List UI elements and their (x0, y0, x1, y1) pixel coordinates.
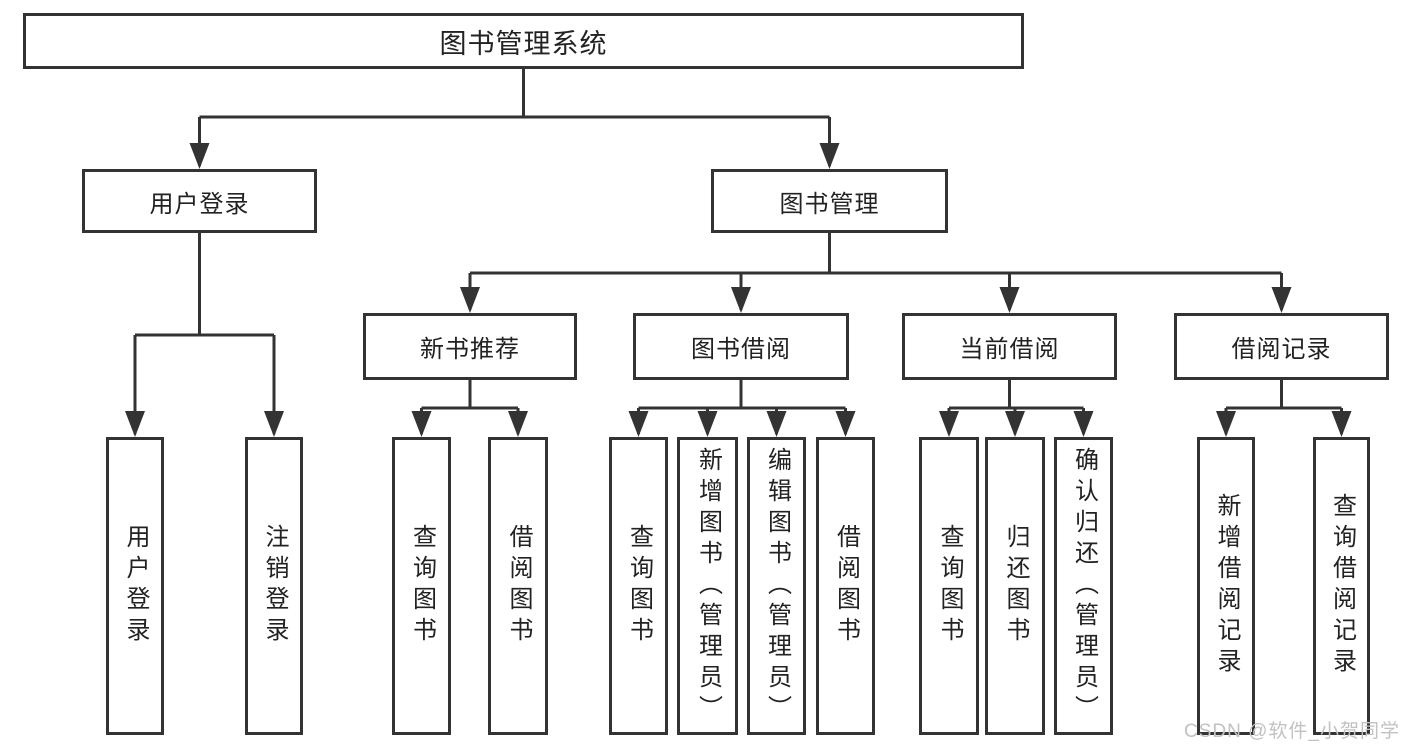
leaf-query-books-borrowing: 查询图书 (609, 437, 668, 735)
node-label: 编辑图书（管理员） (763, 446, 791, 726)
node-label: 归还图书 (1002, 524, 1029, 648)
leaf-logout: 注销登录 (245, 437, 303, 735)
node-label: 查询图书 (936, 524, 963, 648)
node-label: 用户登录 (149, 190, 250, 218)
node-label: 查询图书 (625, 524, 653, 648)
node-book-management: 图书管理 (711, 169, 948, 233)
node-label: 借阅图书 (505, 524, 532, 648)
leaf-user-login: 用户登录 (106, 437, 164, 735)
node-library-management-system: 图书管理系统 (23, 13, 1024, 69)
leaf-return-book: 归还图书 (985, 437, 1045, 735)
leaf-query-books-current: 查询图书 (919, 437, 979, 735)
node-label: 新增借阅记录 (1213, 493, 1240, 679)
node-label: 注销登录 (261, 524, 288, 648)
node-label: 用户登录 (122, 524, 149, 648)
node-label: 新书推荐 (420, 336, 520, 363)
node-label: 借阅图书 (832, 524, 860, 648)
node-label: 借阅记录 (1231, 336, 1332, 363)
node-label: 图书借阅 (691, 336, 791, 363)
leaf-query-books-recommend: 查询图书 (392, 437, 451, 735)
node-label: 图书管理系统 (439, 28, 608, 59)
node-user-login: 用户登录 (82, 169, 317, 233)
watermark: CSDN @软件_小贺同学 (1184, 721, 1400, 742)
leaf-query-borrow-record: 查询借阅记录 (1313, 437, 1370, 735)
node-label: 确认归还（管理员） (1070, 446, 1098, 726)
node-label: 图书管理 (779, 190, 880, 218)
node-current-borrowing: 当前借阅 (902, 313, 1117, 380)
node-new-book-recommend: 新书推荐 (363, 313, 577, 380)
node-book-borrowing: 图书借阅 (633, 313, 849, 380)
leaf-edit-book-admin: 编辑图书（管理员） (747, 437, 806, 735)
node-label: 查询借阅记录 (1328, 493, 1356, 679)
node-label: 查询图书 (408, 524, 436, 648)
leaf-confirm-return-admin: 确认归还（管理员） (1054, 437, 1113, 735)
leaf-borrow-books-borrowing: 借阅图书 (816, 437, 875, 735)
leaf-borrow-books-recommend: 借阅图书 (488, 437, 548, 735)
node-label: 当前借阅 (959, 336, 1060, 363)
leaf-add-book-admin: 新增图书（管理员） (677, 437, 738, 735)
leaf-add-borrow-record: 新增借阅记录 (1197, 437, 1255, 735)
node-label: 新增图书（管理员） (694, 446, 722, 726)
node-borrowing-records: 借阅记录 (1174, 313, 1389, 380)
